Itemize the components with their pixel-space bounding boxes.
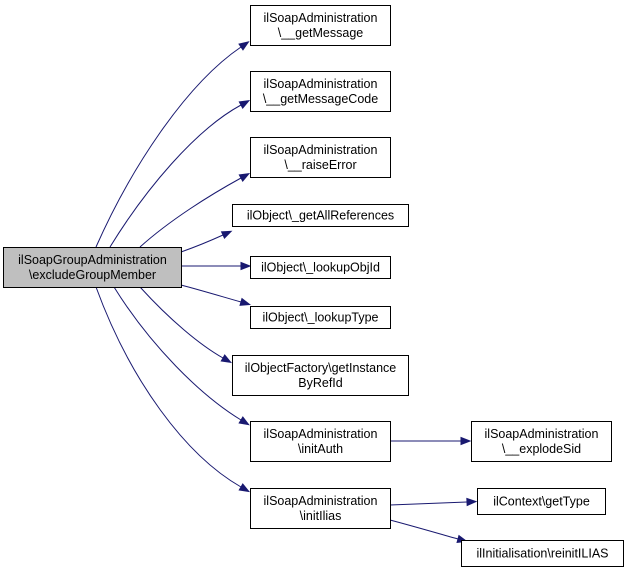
edge-root-to-getMessageCode (109, 100, 251, 248)
arrowhead (466, 497, 478, 507)
node-box (250, 421, 391, 462)
node-label-line: \initAuth (298, 442, 343, 456)
node-label-line: ilObjectFactory\getInstance (245, 361, 397, 375)
node-label-line: \__explodeSid (502, 442, 581, 456)
node-initAuth[interactable]: ilSoapAdministration\initAuth (250, 421, 391, 462)
edge-line (113, 286, 242, 421)
node-root[interactable]: ilSoapGroupAdministration\excludeGroupMe… (3, 247, 182, 288)
node-label-line: \excludeGroupMember (29, 268, 156, 282)
node-getAllReferences[interactable]: ilObject\_getAllReferences (232, 204, 409, 227)
node-label-line: ilInitialisation\reinitILIAS (476, 547, 608, 561)
node-label-line: ilSoapAdministration (264, 427, 378, 441)
edge-line (180, 284, 242, 303)
node-getMessageCode[interactable]: ilSoapAdministration\__getMessageCode (250, 71, 391, 112)
edge-line (109, 104, 242, 248)
arrowhead (220, 354, 233, 364)
arrowhead (240, 261, 252, 271)
node-reinitILIAS[interactable]: ilInitialisation\reinitILIAS (461, 540, 624, 567)
node-box (232, 355, 409, 396)
edge-line (95, 286, 242, 488)
node-box (250, 306, 391, 329)
arrowhead (238, 483, 251, 493)
edges-layer (95, 41, 478, 543)
edge-line (139, 286, 224, 359)
edge-initIlias-to-reinitILIAS (389, 519, 469, 543)
node-label-line: \initIlias (300, 509, 342, 523)
node-label-line: ilSoapAdministration (264, 77, 378, 91)
arrowhead (460, 436, 472, 446)
node-label-line: ilSoapAdministration (485, 427, 599, 441)
arrowhead (238, 100, 251, 109)
node-raiseError[interactable]: ilSoapAdministration\__raiseError (250, 137, 391, 178)
edge-line (389, 501, 468, 506)
node-lookupObjId[interactable]: ilObject\_lookupObjId (250, 256, 391, 279)
edge-root-to-raiseError (139, 173, 251, 248)
node-label-line: ilSoapAdministration (264, 143, 378, 157)
node-label-line: ilSoapGroupAdministration (18, 253, 167, 267)
edge-root-to-initIlias (95, 286, 251, 493)
arrowhead (238, 416, 250, 426)
node-label-line: \__getMessage (278, 26, 364, 40)
nodes-layer: ilSoapGroupAdministration\excludeGroupMe… (3, 5, 624, 567)
node-box (250, 71, 391, 112)
edge-root-to-getAllReferences (180, 230, 233, 253)
node-label-line: \__getMessageCode (263, 92, 378, 106)
edge-root-to-lookupType (180, 284, 251, 306)
node-box (250, 5, 391, 46)
edge-root-to-initAuth (113, 286, 250, 426)
node-box (3, 247, 182, 288)
node-label-line: ilSoapAdministration (264, 11, 378, 25)
arrowhead (238, 41, 250, 51)
arrowhead (220, 230, 233, 240)
edge-root-to-getInstanceByRefId (139, 286, 233, 364)
node-box (250, 488, 391, 529)
node-label-line: ilObject\_getAllReferences (247, 209, 394, 223)
node-box (477, 488, 606, 515)
edge-root-to-lookupObjId (181, 261, 252, 271)
node-box (461, 540, 624, 567)
edge-root-to-getMessage (95, 41, 250, 248)
node-initIlias[interactable]: ilSoapAdministration\initIlias (250, 488, 391, 529)
node-label-line: ByRefId (298, 376, 343, 390)
node-label-line: \__raiseError (284, 158, 356, 172)
edge-initIlias-to-getType (389, 497, 478, 507)
node-box (471, 421, 612, 462)
arrowhead (239, 297, 251, 306)
edge-line (180, 234, 224, 253)
arrowhead (238, 173, 251, 182)
node-getType[interactable]: ilContext\getType (477, 488, 606, 515)
edge-initAuth-to-explodeSid (390, 436, 472, 446)
node-explodeSid[interactable]: ilSoapAdministration\__explodeSid (471, 421, 612, 462)
node-label-line: ilSoapAdministration (264, 494, 378, 508)
node-box (250, 256, 391, 279)
edge-line (139, 177, 242, 248)
node-label-line: ilContext\getType (493, 495, 590, 509)
node-label-line: ilObject\_lookupType (262, 311, 378, 325)
node-getMessage[interactable]: ilSoapAdministration\__getMessage (250, 5, 391, 46)
edge-line (389, 519, 459, 540)
node-box (250, 137, 391, 178)
node-label-line: ilObject\_lookupObjId (261, 261, 380, 275)
node-lookupType[interactable]: ilObject\_lookupType (250, 306, 391, 329)
edge-line (95, 46, 242, 248)
node-box (232, 204, 409, 227)
